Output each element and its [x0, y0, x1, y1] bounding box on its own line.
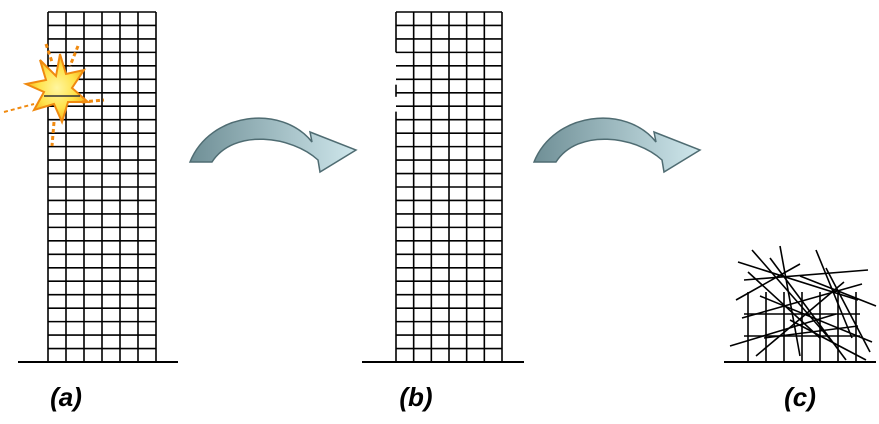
- curved-arrow-icon: [532, 117, 702, 174]
- panel-label-b: (b): [399, 382, 433, 412]
- debris-beam: [735, 263, 801, 301]
- debris-beam: [789, 319, 867, 361]
- debris-beam: [743, 269, 869, 281]
- debris-beam: [729, 313, 837, 347]
- panel-label-a: (a): [50, 382, 82, 412]
- curved-arrow-icon: [188, 117, 358, 174]
- debris-beam: [825, 267, 871, 353]
- tower-b: [362, 11, 524, 363]
- panel-label-c: (c): [784, 382, 816, 412]
- debris-beam: [779, 245, 801, 357]
- debris-beam: [763, 325, 859, 339]
- debris-beam: [741, 283, 863, 319]
- rubble-c: [724, 245, 877, 363]
- explosion-icon: [3, 43, 105, 147]
- debris-beam: [815, 249, 853, 339]
- debris-beam: [747, 271, 821, 339]
- debris-beam: [737, 261, 859, 301]
